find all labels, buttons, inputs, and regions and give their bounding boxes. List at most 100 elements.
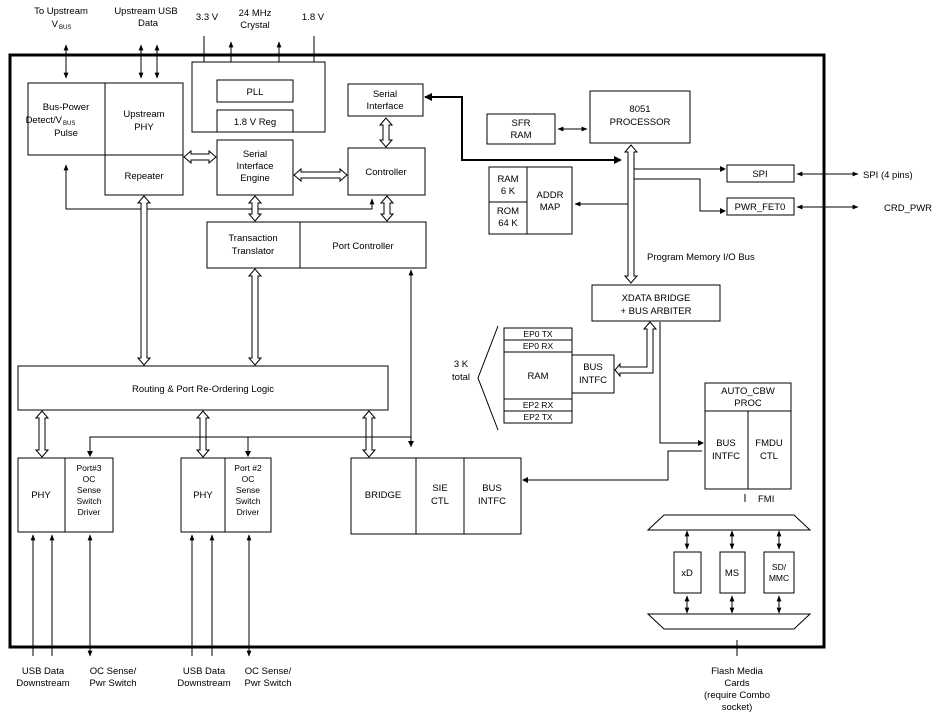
busintfc-ram-block [571, 354, 615, 394]
mhz-label: 24 MHz [239, 8, 272, 19]
vbus-label-sub: BUS [59, 25, 71, 31]
port2-block [224, 457, 272, 533]
ram3k-text: RAM [527, 371, 548, 382]
xdata-text2: + BUS ARBITER [620, 306, 691, 317]
xdata-text: XDATA BRIDGE [622, 293, 691, 304]
ms-block [719, 551, 746, 594]
k3-label: 3 K [454, 359, 469, 370]
ms-text: MS [725, 568, 739, 579]
bus-power-text: Bus-Power [43, 102, 89, 113]
upstream-data-label: Data [138, 18, 159, 29]
phy-text-2: PHY [193, 490, 213, 501]
ep2tx-text: EP2 TX [523, 412, 552, 422]
fmi-label: FMI [758, 494, 774, 505]
bridge-block [350, 457, 417, 535]
auto-cbw-text2: PROC [734, 398, 762, 409]
serial-interface-block [347, 83, 424, 117]
busintfc-bridge-text: BUS [482, 483, 502, 494]
downstream-label-2: Downstream [177, 678, 230, 689]
ep0tx-text: EP0 TX [523, 329, 552, 339]
routing-text: Routing & Port Re-Ordering Logic [132, 384, 274, 395]
port2-text4: Switch [235, 496, 260, 506]
routing-block [17, 365, 389, 411]
spi-block [726, 164, 795, 183]
processor-text: 8051 [629, 104, 650, 115]
upstream-phy-block [104, 82, 184, 156]
port3-block [64, 457, 114, 533]
flash-media-label: Flash Media [711, 666, 763, 677]
busintfc-bridge-text2: INTFC [478, 496, 506, 507]
sdmmc-block [763, 551, 795, 594]
v33-label: 3.3 V [196, 12, 219, 23]
fmdu-text2: CTL [760, 451, 778, 462]
sie-ctl-block [415, 457, 465, 535]
flash-bus-bottom [646, 613, 812, 630]
upstream-phy-text: Upstream [123, 109, 164, 120]
port3-text4: Switch [76, 496, 101, 506]
bridge-text: BRIDGE [365, 490, 401, 501]
ram3k-block [503, 351, 573, 400]
cards-label: Cards [724, 678, 750, 689]
sdmmc-text2: MMC [769, 573, 789, 583]
port2-text3: Sense [236, 485, 260, 495]
repeater-text: Repeater [124, 171, 163, 182]
rom64k-text2: 64 K [498, 218, 518, 229]
bus-power-block [27, 82, 106, 156]
sfr-ram-block [486, 113, 556, 145]
crd-pwr-label: CRD_PWR [884, 203, 932, 214]
fmdu-text: FMDU [755, 438, 783, 449]
pwr-switch-label-2: Pwr Switch [245, 678, 292, 689]
ram6k-text: RAM [497, 174, 518, 185]
pwr-fet-block [726, 197, 795, 216]
sie-text2: Interface [237, 161, 274, 172]
sdmmc-text: SD/ [772, 562, 787, 572]
pwr-fet-text: PWR_FET0 [735, 202, 786, 213]
sie-text3: Engine [240, 173, 270, 184]
xdata-bridge-block [591, 284, 721, 322]
program-memory-bus-label: Program Memory I/O Bus [647, 252, 755, 263]
phy-text-1: PHY [31, 490, 51, 501]
busintfc-bridge-block [463, 457, 522, 535]
sie-ctl-text2: CTL [431, 496, 449, 507]
port3-text3: Sense [77, 485, 101, 495]
pwr-switch-label-1: Pwr Switch [90, 678, 137, 689]
transaction-translator-block [206, 221, 301, 269]
processor-block [589, 90, 691, 144]
ep2tx-block [503, 410, 573, 424]
xd-text: xD [681, 568, 693, 579]
rom64k-text: ROM [497, 206, 519, 217]
addr-map-text: ADDR [537, 190, 564, 201]
pll-block [216, 79, 294, 103]
port3-text5: Driver [78, 507, 101, 517]
ram6k-text2: 6 K [501, 186, 516, 197]
addr-map-block [526, 166, 573, 235]
reg18-text: 1.8 V Reg [234, 117, 276, 128]
serial-interface-text2: Interface [367, 101, 404, 112]
to-upstream-label: To Upstream [34, 6, 88, 17]
spi-pins-label: SPI (4 pins) [863, 170, 913, 181]
xd-block [673, 551, 702, 594]
port2-text2: OC [242, 474, 255, 484]
ep0rx-text: EP0 RX [523, 341, 554, 351]
port-controller-text: Port Controller [332, 241, 393, 252]
port2-text: Port #2 [234, 463, 262, 473]
spi-text: SPI [752, 169, 767, 180]
downstream-label-1: Downstream [16, 678, 69, 689]
addr-map-text2: MAP [540, 202, 561, 213]
crystal-label: Crystal [240, 20, 270, 31]
vbus-label: V [52, 19, 59, 30]
upstream-phy-text2: PHY [134, 122, 154, 133]
busintfc-cbw-text: BUS [716, 438, 736, 449]
auto-cbw-text: AUTO_CBW [721, 386, 775, 397]
bus-power-text2-sub: BUS [63, 121, 75, 127]
phy-block-1 [17, 457, 66, 533]
busintfc-ram-text2: INTFC [579, 375, 607, 386]
serial-interface-text: Serial [373, 89, 397, 100]
tt-text: Transaction [228, 233, 277, 244]
processor-text2: PROCESSOR [610, 117, 671, 128]
controller-text: Controller [365, 167, 406, 178]
k3-label2: total [452, 372, 470, 383]
chip-outline [8, 53, 826, 649]
reg18-block [216, 109, 294, 133]
socket-label: socket) [722, 702, 753, 713]
